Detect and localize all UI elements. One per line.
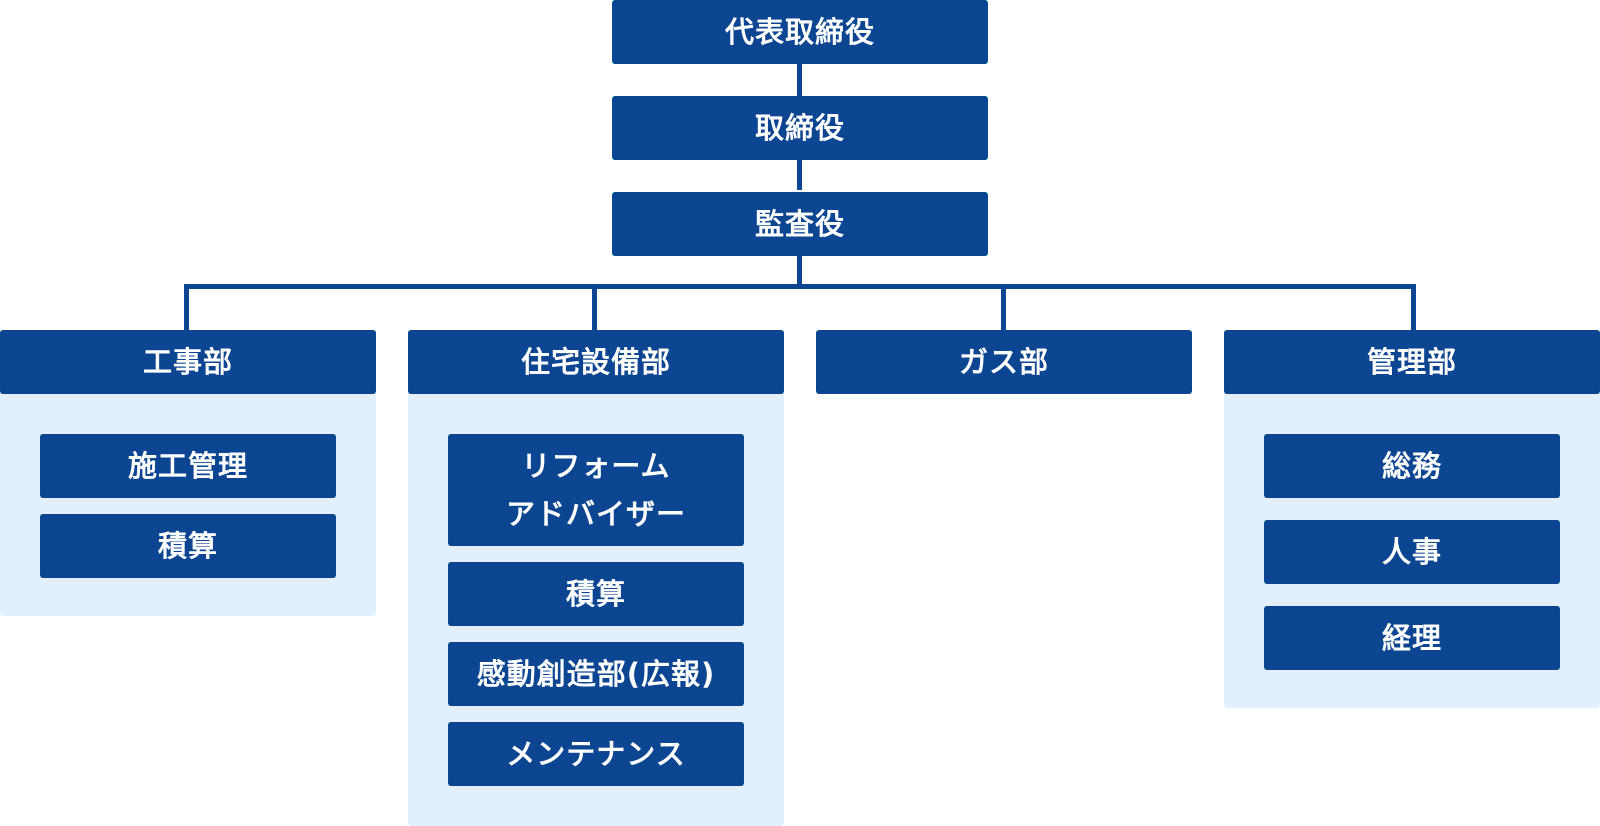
connector-dept-4 [1411,284,1416,330]
connector-dept-2 [592,284,597,330]
connector-top-1 [797,62,802,96]
box-auditor: 監査役 [612,192,988,256]
box-dept-gas: ガス部 [816,330,1192,394]
box-unit-construction-mgmt: 施工管理 [40,434,336,498]
connector-dept-3 [1001,284,1006,330]
reform-advisor-line-2: アドバイザー [505,497,686,531]
connector-dept-1 [184,284,189,330]
box-unit-housing-estimate: 積算 [448,562,744,626]
box-unit-general-affairs: 総務 [1264,434,1560,498]
box-dept-construction: 工事部 [0,330,376,394]
box-director: 取締役 [612,96,988,160]
box-unit-construction-estimate: 積算 [40,514,336,578]
box-unit-pr: 感動創造部(広報) [448,642,744,706]
reform-advisor-line-1: リフォーム [521,449,671,483]
box-unit-hr: 人事 [1264,520,1560,584]
connector-horizontal [184,284,1416,289]
box-dept-admin: 管理部 [1224,330,1600,394]
box-unit-reform-advisor: リフォーム アドバイザー [448,434,744,546]
reform-advisor-label: リフォーム アドバイザー [506,442,686,538]
box-unit-accounting: 経理 [1264,606,1560,670]
box-dept-housing: 住宅設備部 [408,330,784,394]
box-unit-maintenance: メンテナンス [448,722,744,786]
box-ceo: 代表取締役 [612,0,988,64]
connector-top-2 [797,156,802,190]
connector-top-3 [797,250,802,286]
